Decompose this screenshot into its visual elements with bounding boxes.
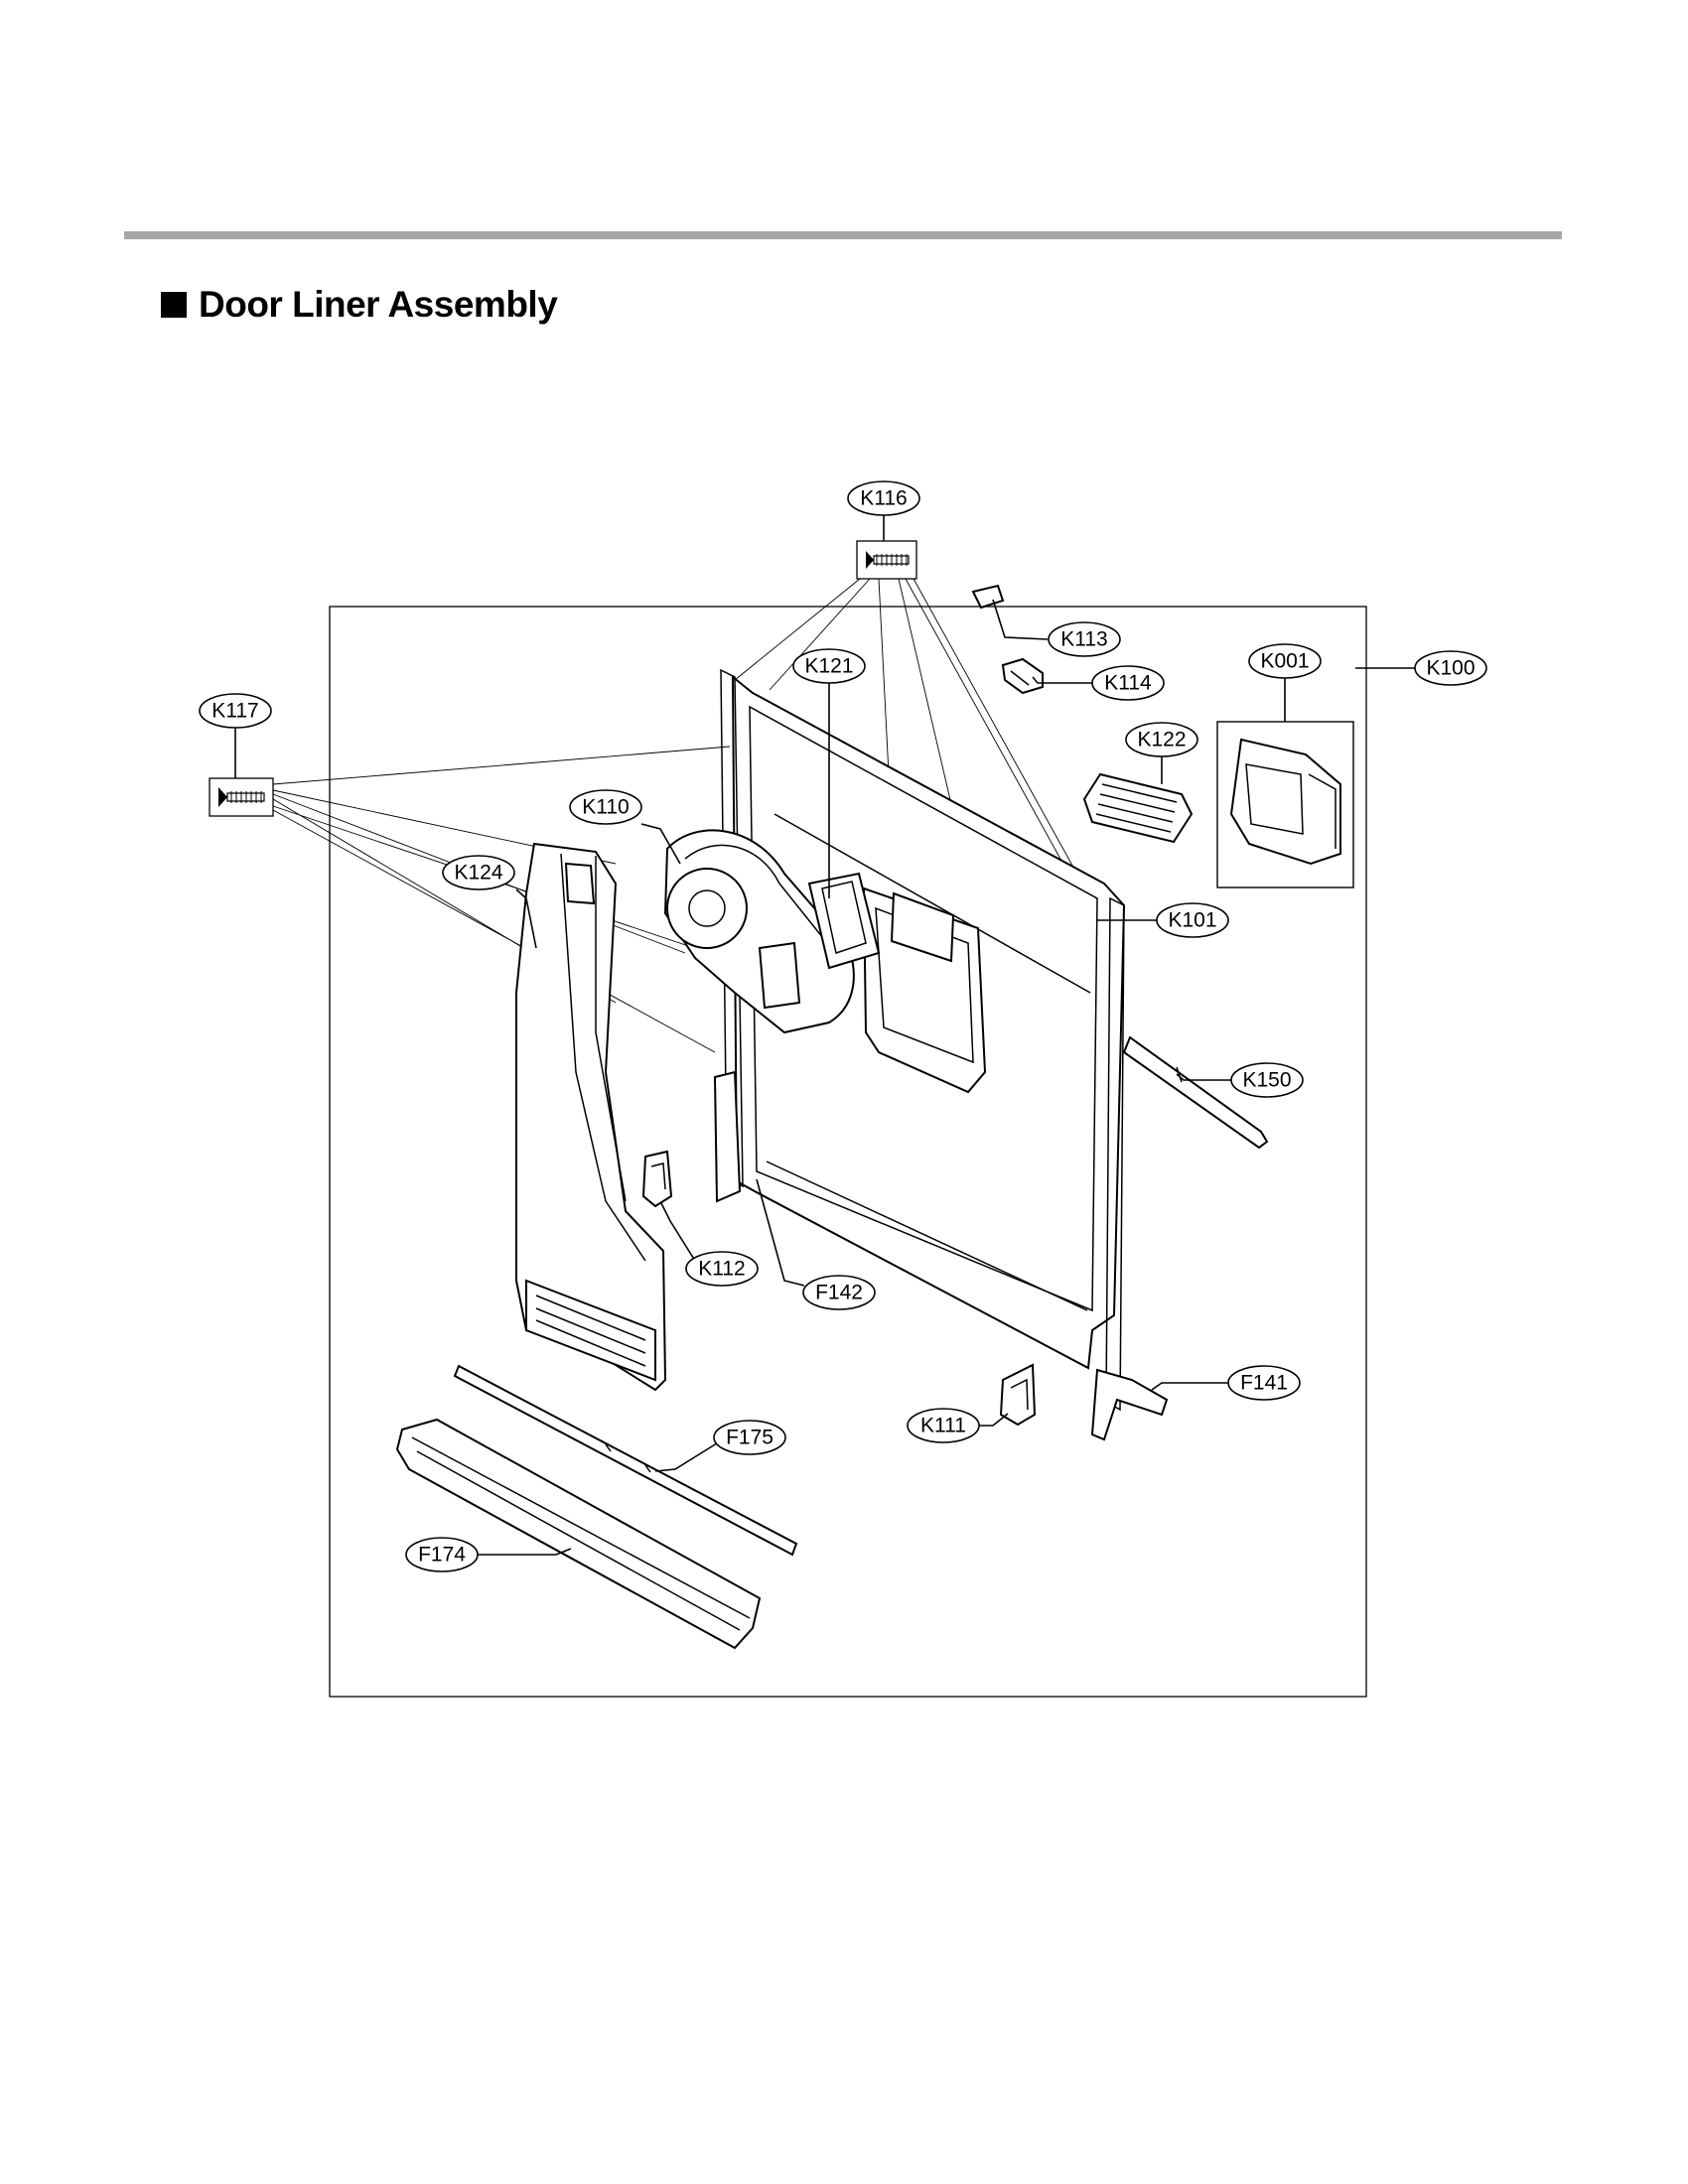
bottom-rail-f175 <box>453 1364 798 1557</box>
callout-label: K110 <box>582 796 630 819</box>
callout-k114[interactable]: K114 <box>1091 665 1165 701</box>
screw-k117 <box>209 777 274 817</box>
callout-label: F174 <box>418 1544 466 1567</box>
screw-k116 <box>856 540 917 580</box>
callout-k122[interactable]: K122 <box>1125 722 1198 757</box>
callout-label: K122 <box>1137 729 1186 751</box>
section-title: Door Liner Assembly <box>161 284 558 326</box>
callout-f174[interactable]: F174 <box>405 1537 479 1572</box>
callout-label: K111 <box>920 1415 966 1437</box>
leader-lines <box>234 515 1415 1556</box>
callout-k111[interactable]: K111 <box>907 1408 980 1443</box>
callout-k124[interactable]: K124 <box>442 855 515 890</box>
callout-label: F141 <box>1240 1372 1288 1395</box>
callout-label: F175 <box>726 1427 774 1449</box>
callout-label: K101 <box>1168 909 1216 932</box>
callout-label: K001 <box>1260 650 1309 673</box>
bottom-rail-f174 <box>395 1418 762 1650</box>
callout-f175[interactable]: F175 <box>713 1420 786 1455</box>
callout-k110[interactable]: K110 <box>569 789 642 825</box>
callout-label: K112 <box>698 1258 746 1281</box>
callout-k150[interactable]: K150 <box>1230 1062 1304 1098</box>
callout-k101[interactable]: K101 <box>1156 902 1229 938</box>
section-title-text: Door Liner Assembly <box>199 284 558 325</box>
callout-k121[interactable]: K121 <box>792 648 866 684</box>
vent-assembly <box>663 829 855 1034</box>
callout-label: K100 <box>1426 657 1475 680</box>
side-trim <box>515 842 667 1392</box>
callout-label: K124 <box>454 862 502 885</box>
black-square-icon <box>161 292 187 318</box>
callout-k112[interactable]: K112 <box>685 1251 759 1287</box>
callout-k001[interactable]: K001 <box>1248 643 1322 679</box>
assembly-frame <box>329 606 1367 1698</box>
callout-f141[interactable]: F141 <box>1227 1365 1301 1401</box>
callout-label: K121 <box>804 655 853 678</box>
callout-k117[interactable]: K117 <box>199 693 272 729</box>
bracket-k112 <box>641 1150 673 1208</box>
callout-label: F142 <box>815 1282 863 1304</box>
callout-label: K117 <box>211 700 259 723</box>
callout-k116[interactable]: K116 <box>847 480 920 516</box>
callout-label: K116 <box>860 487 908 510</box>
callout-label: K114 <box>1104 672 1152 695</box>
bracket-k111 <box>999 1363 1037 1427</box>
vent-grille <box>1082 772 1194 844</box>
clip-k114 <box>1001 657 1044 695</box>
door-liner-panel <box>713 668 1169 1441</box>
callout-f142[interactable]: F142 <box>802 1275 876 1310</box>
callout-label: K113 <box>1060 628 1108 651</box>
callout-label: K150 <box>1242 1069 1291 1092</box>
seal-strip <box>1122 1035 1269 1150</box>
top-rule <box>124 231 1562 239</box>
control-module <box>1216 721 1354 888</box>
callout-k113[interactable]: K113 <box>1048 621 1121 657</box>
callout-k100[interactable]: K100 <box>1414 650 1487 686</box>
clip-k113 <box>971 584 1005 610</box>
dispenser-gasket <box>807 872 881 970</box>
